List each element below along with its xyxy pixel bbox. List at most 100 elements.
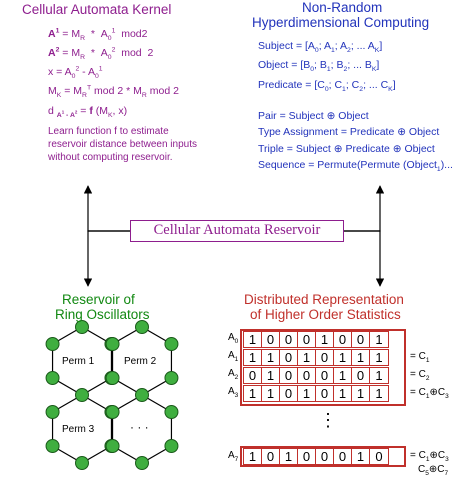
oscillator-node [105, 405, 120, 419]
kernel-title: Cellular Automata Kernel [22, 2, 172, 17]
bit-cell: 1 [280, 449, 298, 464]
bit-cell: 0 [352, 368, 370, 383]
row-label-a2: A2 [228, 368, 239, 381]
oscillators-title-1: Reservoir of [62, 292, 135, 307]
row-eq-a7-continued: C5⊕C7 [418, 464, 449, 477]
bit-cell: 1 [375, 386, 383, 401]
bit-cell: 1 [352, 449, 370, 464]
bit-cell: 1 [375, 368, 383, 383]
bit-cell: 0 [298, 449, 316, 464]
oscillator-node [135, 456, 149, 470]
oscillator-node [105, 337, 120, 351]
bit-cell: 0 [316, 449, 334, 464]
bit-cell: 0 [298, 332, 316, 347]
oscillator-node [105, 371, 120, 385]
bit-cell: 0 [244, 368, 262, 383]
bit-cell: 1 [262, 368, 280, 383]
bit-cell: 1 [352, 350, 370, 365]
bit-matrix-frame [240, 329, 406, 406]
hdc-subject: Subject = [A0; A1; A2; ... AK] [258, 40, 383, 55]
oscillator-node [45, 405, 60, 419]
oscillator-node [75, 320, 89, 334]
kernel-eq-1: A1 = MR * A01 mod2 [48, 27, 148, 43]
hdc-sequence: Sequence = Permute(Permute (Object1)... [258, 159, 453, 174]
oscillator-node [45, 337, 60, 351]
ring-oscillator-graph [45, 320, 179, 470]
row-label-a3: A3 [228, 386, 239, 399]
bit-cell: 0 [375, 449, 383, 464]
bit-cell: 0 [316, 350, 334, 365]
bit-cell: 1 [262, 386, 280, 401]
bit-cell: 0 [280, 368, 298, 383]
bit-cell: 1 [316, 332, 334, 347]
oscillator-node [45, 439, 60, 453]
hdc-title-1: Non-Random [302, 0, 383, 15]
bit-cell: 1 [352, 386, 370, 401]
oscillator-node [135, 320, 149, 334]
bit-cell: 1 [262, 350, 280, 365]
kernel-eq-3: x = A02 - A01 [48, 65, 103, 81]
oscillator-node [164, 337, 179, 351]
hdc-triple: Triple = Subject ⊕ Predicate ⊕ Object [258, 143, 435, 155]
bit-cell: 1 [298, 350, 316, 365]
oscillator-node [164, 371, 179, 385]
perm-1-label: Perm 1 [62, 356, 95, 367]
bit-cell: 0 [262, 449, 280, 464]
arrow-to-kernel [83, 185, 130, 232]
arrow-to-distributed [344, 230, 385, 287]
kernel-eq-5: d A1 - A2 = f (MK, x) [48, 105, 128, 120]
vertical-ellipsis: ⋮ [319, 410, 337, 430]
bit-cell: 1 [334, 386, 352, 401]
row-eq-a7: = C1⊕C3 [410, 450, 449, 463]
bit-cell: 0 [280, 332, 298, 347]
bit-cell: 1 [244, 332, 262, 347]
row-label-a1: A1 [228, 350, 239, 363]
bit-cell: 0 [280, 386, 298, 401]
kernel-desc-3: without computing reservoir. [48, 152, 173, 163]
arrow-to-oscillators [83, 230, 130, 287]
row-label-a0: A0 [228, 332, 239, 345]
bit-cell: 0 [316, 368, 334, 383]
bit-cell: 0 [352, 332, 370, 347]
hdc-object: Object = [B0; B1; B2; ... BK] [258, 59, 380, 74]
bit-cell: 0 [298, 368, 316, 383]
bit-cell: 0 [316, 386, 334, 401]
oscillator-node [75, 456, 89, 470]
bit-cell: 1 [334, 368, 352, 383]
bit-row-a7-frame [240, 446, 406, 467]
row-eq-a3: = C1⊕C3 [410, 387, 449, 400]
row-eq-a2: = C2 [410, 369, 430, 382]
kernel-eq-4: MK = MRT mod 2 * MR mod 2 [48, 84, 179, 100]
distributed-title-2: of Higher Order Statistics [250, 307, 401, 322]
row-label-a7: A7 [228, 450, 239, 463]
bit-cell: 0 [280, 350, 298, 365]
kernel-desc-1: Learn function f to estimate [48, 126, 169, 137]
oscillators-title-2: Ring Oscillators [55, 307, 150, 322]
bit-cell: 0 [262, 332, 280, 347]
perm-more-dots: · · · [130, 420, 149, 434]
bit-cell: 1 [244, 449, 262, 464]
bit-cell: 0 [334, 332, 352, 347]
oscillator-node [164, 405, 179, 419]
hdc-title-2: Hyperdimensional Computing [252, 15, 430, 30]
perm-3-label: Perm 3 [62, 424, 95, 435]
kernel-eq-2: A2 = MR * A02 mod 2 [48, 46, 154, 62]
bit-cell: 1 [298, 386, 316, 401]
oscillator-node [75, 388, 89, 402]
hdc-type-assignment: Type Assignment = Predicate ⊕ Object [258, 126, 440, 138]
arrow-to-hdc [344, 185, 385, 232]
cellular-automata-reservoir-box: Cellular Automata Reservoir [130, 220, 344, 242]
oscillator-node [135, 388, 149, 402]
bit-cell: 0 [334, 449, 352, 464]
hdc-predicate: Predicate = [C0; C1; C2; ... CK] [258, 79, 396, 94]
distributed-title-1: Distributed Representation [244, 292, 404, 307]
oscillator-node [164, 439, 179, 453]
oscillator-node [105, 439, 120, 453]
perm-2-label: Perm 2 [124, 356, 157, 367]
bit-cell: 1 [375, 332, 383, 347]
bit-cell: 1 [244, 350, 262, 365]
